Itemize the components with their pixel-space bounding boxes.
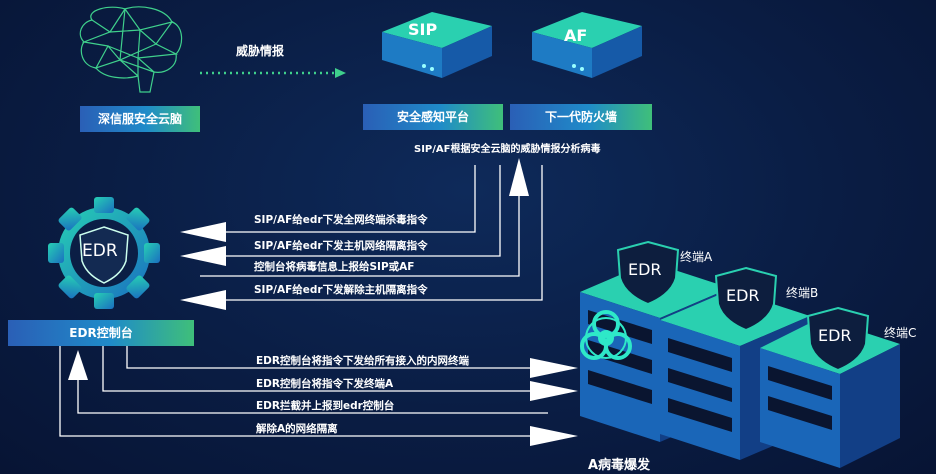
terminal-b-shield-text: EDR (726, 286, 760, 305)
flow-line-7 (77, 372, 548, 414)
analysis-note: SIP/AF根据安全云脑的威胁情报分析病毒 (414, 144, 601, 155)
outbreak-label: A病毒爆发 (588, 458, 651, 473)
terminal-c-shield-text: EDR (818, 326, 852, 345)
sip-device (382, 12, 492, 78)
terminal-a-shield-text: EDR (628, 260, 662, 279)
biohazard-icon (580, 310, 632, 360)
terminal-b-name: 终端B (786, 286, 819, 300)
arrow-head-6 (530, 381, 578, 401)
arrow-head-1 (180, 222, 226, 242)
flow-line-3 (200, 180, 520, 277)
af-device (532, 12, 642, 78)
edr-shield-a (616, 240, 680, 306)
brain-network-icon (79, 6, 183, 93)
af-label: 下一代防火墙 (510, 104, 652, 130)
flow-line-1 (218, 165, 476, 233)
flow-line-2 (218, 165, 543, 301)
edr-shield-b (714, 266, 778, 332)
sip-label: 安全感知平台 (363, 104, 503, 130)
message-upper-1: SIP/AF给edr下发全网终端杀毒指令 (254, 214, 428, 226)
terminal-a-name: 终端A (680, 250, 713, 264)
edr-gear-icon (48, 197, 160, 309)
threat-intel-arrow-head (335, 68, 346, 78)
arrow-head-3 (509, 158, 529, 196)
arrow-head-2 (180, 246, 226, 266)
flow-line-8 (59, 346, 535, 437)
edr-gear-text: EDR (82, 241, 118, 261)
brain-label: 深信服安全云脑 (80, 106, 200, 132)
edr-console-label: EDR控制台 (8, 320, 194, 346)
arrow-head-4 (180, 290, 226, 310)
terminal-c-name: 终端C (884, 326, 917, 340)
flow-line-6 (102, 346, 535, 392)
edr-shield-c (806, 306, 870, 372)
arrow-head-8 (530, 426, 578, 446)
arrow-head-5 (530, 358, 578, 378)
flow-line-5 (126, 346, 535, 369)
threat-intel-label: 威胁情报 (236, 44, 285, 58)
sip-device-label: SIP (408, 20, 438, 39)
af-device-label: AF (564, 26, 588, 45)
message-lower-2: EDR控制台将指令下发终端A (256, 378, 394, 390)
message-lower-3: EDR拦截并上报到edr控制台 (256, 400, 395, 412)
message-upper-3: 控制台将病毒信息上报给SIP或AF (254, 261, 415, 273)
server-stack-c (760, 318, 900, 468)
flow-line-2b (218, 165, 501, 257)
message-lower-4: 解除A的网络隔离 (256, 423, 338, 435)
arrow-head-7 (68, 350, 88, 380)
message-lower-1: EDR控制台将指令下发给所有接入的内网终端 (256, 355, 469, 367)
message-upper-4: SIP/AF给edr下发解除主机隔离指令 (254, 284, 428, 296)
message-upper-2: SIP/AF给edr下发主机网络隔离指令 (254, 240, 428, 252)
